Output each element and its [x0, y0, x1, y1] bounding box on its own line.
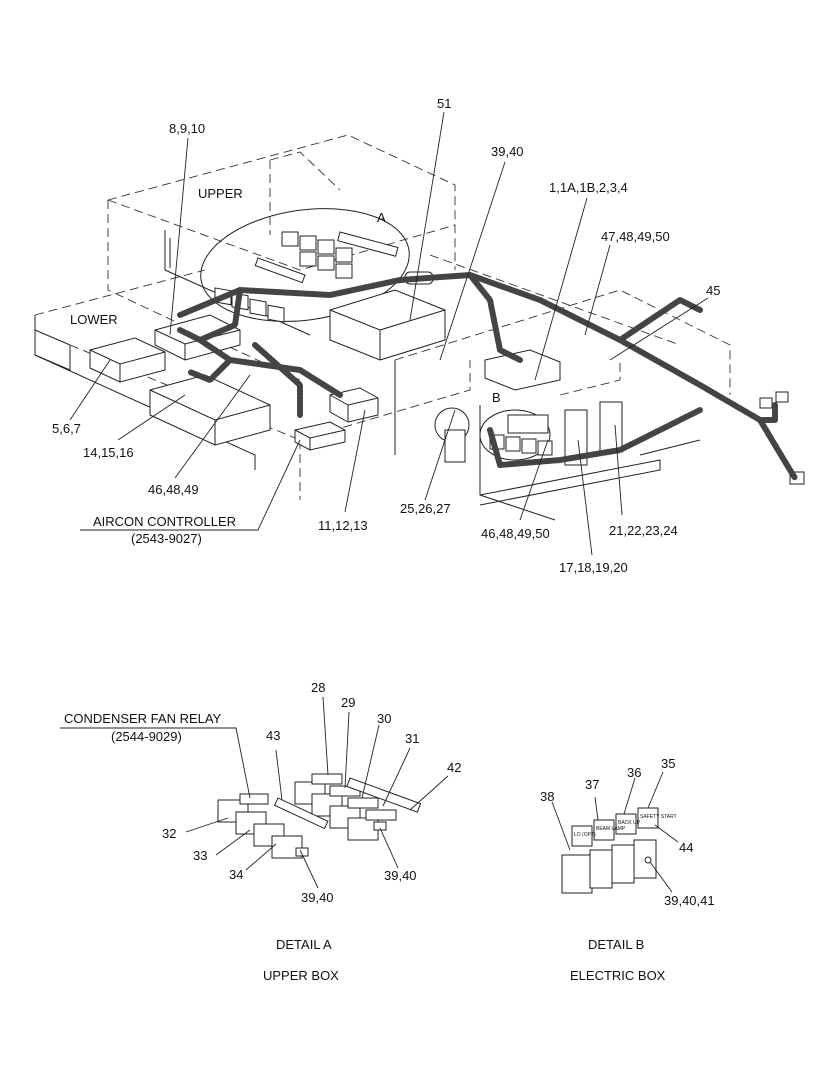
callout-21-to-24: 21,22,23,24	[609, 523, 678, 538]
upper-box-outline	[107, 134, 456, 381]
callout-45: 45	[706, 283, 720, 298]
callout-33: 33	[193, 848, 207, 863]
callout-38: 38	[540, 789, 554, 804]
aircon-controller-box	[294, 421, 346, 451]
callout-42: 42	[447, 760, 461, 775]
leader-lines-detail-a	[60, 696, 449, 889]
detail-a-circle	[200, 208, 410, 322]
label-lower: LOWER	[70, 312, 118, 327]
callout-46-to-50: 46,48,49,50	[481, 526, 550, 541]
wiring-harness	[177, 272, 798, 481]
callout-30: 30	[377, 711, 391, 726]
callout-1-to-4: 1,1A,1B,2,3,4	[549, 180, 628, 195]
relay-tag-beam-lamp: BEAM LAMP	[596, 826, 626, 832]
lower-box-outline	[34, 254, 731, 521]
callout-39-40-a2: 39,40	[384, 868, 417, 883]
detail-a-subtitle: UPPER BOX	[263, 968, 339, 983]
callout-14-15-16: 14,15,16	[83, 445, 134, 460]
callout-8-9-10: 8,9,10	[169, 121, 205, 136]
callout-32: 32	[162, 826, 176, 841]
detail-a-relays	[217, 773, 422, 859]
callout-28: 28	[311, 680, 325, 695]
relay-tag-back-up: BACK UP	[618, 820, 641, 826]
callout-39-40-41: 39,40,41	[664, 893, 715, 908]
callout-31: 31	[405, 731, 419, 746]
label-detail-a-marker: A	[377, 210, 386, 225]
callout-11-12-13: 11,12,13	[318, 518, 368, 533]
callout-29: 29	[341, 695, 355, 710]
callout-43: 43	[266, 728, 280, 743]
condenser-fan-relay-part: (2544-9029)	[111, 729, 182, 744]
callout-35: 35	[661, 756, 675, 771]
callout-34: 34	[229, 867, 243, 882]
detail-b-circle	[479, 409, 551, 461]
leader-lines-main	[69, 111, 709, 556]
label-upper: UPPER	[198, 186, 243, 201]
callout-47-to-50: 47,48,49,50	[601, 229, 670, 244]
detail-a-title: DETAIL A	[276, 937, 332, 952]
callout-17-to-20: 17,18,19,20	[559, 560, 628, 575]
callout-36: 36	[627, 765, 641, 780]
detail-b-relays: LO (OPT) BEAM LAMP BACK UP SAFETY START	[561, 807, 677, 894]
callout-39-40-top: 39,40	[491, 144, 524, 159]
callout-46-48-49: 46,48,49	[148, 482, 199, 497]
detail-b-subtitle: ELECTRIC BOX	[570, 968, 666, 983]
leader-lines-detail-b	[551, 771, 679, 893]
callout-37: 37	[585, 777, 599, 792]
condenser-fan-relay-label: CONDENSER FAN RELAY	[64, 711, 222, 726]
aircon-controller-label: AIRCON CONTROLLER	[93, 514, 236, 529]
callout-25-26-27: 25,26,27	[400, 501, 451, 516]
callout-44: 44	[679, 840, 693, 855]
aircon-controller-part: (2543-9027)	[131, 531, 202, 546]
relay-tag-safety-start: SAFETY START	[640, 814, 677, 820]
callout-39-40-a1: 39,40	[301, 890, 334, 905]
detail-b-title: DETAIL B	[588, 937, 644, 952]
callout-51: 51	[437, 96, 451, 111]
label-detail-b-marker: B	[492, 390, 501, 405]
callout-5-6-7: 5,6,7	[52, 421, 81, 436]
relay-tag-lo-opt: LO (OPT)	[574, 832, 596, 838]
lower-box-5-6-7	[89, 337, 166, 383]
lower-box-14-15-16	[149, 374, 271, 446]
